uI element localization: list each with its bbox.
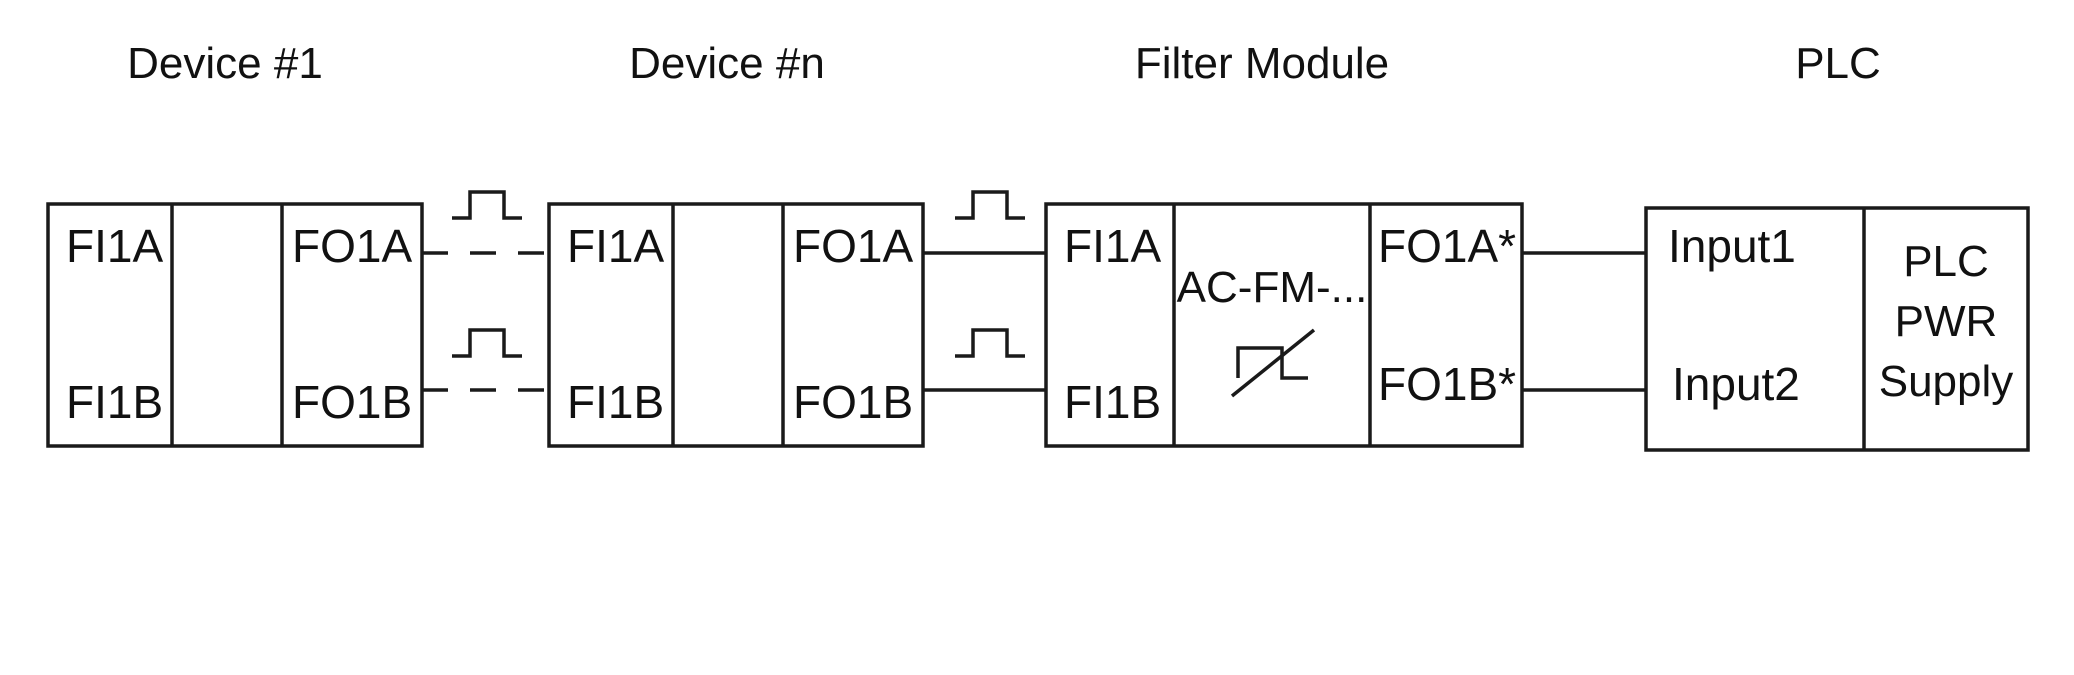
filter-input-a-label: FI1A [1064,220,1161,272]
device-n-input-a-label: FI1A [567,220,664,272]
device-n-output-a-label: FO1A [793,220,913,272]
plc-input-1-label: Input1 [1668,220,1796,272]
device-n-to-filter-links [923,190,1046,392]
device-1-to-device-n-links [422,190,549,392]
device-1-block: FI1A FI1B FO1A FO1B [46,202,424,448]
device-1-input-b-label: FI1B [66,376,163,428]
filter-module-block: FI1A FI1B AC-FM-... FO1A* FO1B* [1044,202,1524,448]
plc-supply-line-1: PLC [1903,237,1989,286]
filter-to-plc-links [1522,251,1646,392]
device-n-input-b-label: FI1B [567,376,664,428]
device-n-block: FI1A FI1B FO1A FO1B [547,202,925,448]
pulse-icon [955,190,1025,220]
filter-input-b-label: FI1B [1064,376,1161,428]
title-plc: PLC [1795,39,1881,88]
plc-frame [1644,206,2030,452]
plc-input-2-label: Input2 [1672,358,1800,410]
device-1-input-a-label: FI1A [66,220,163,272]
title-filter-module: Filter Module [1135,39,1389,88]
title-device-1: Device #1 [127,39,323,88]
filter-output-a-label: FO1A* [1378,220,1516,272]
pulse-icon [955,328,1025,358]
filter-part-number: AC-FM-... [1177,263,1368,312]
device-n-frame [547,202,925,448]
plc-supply-line-3: Supply [1879,357,2014,406]
plc-supply-line-2: PWR [1895,297,1998,346]
varistor-symbol-icon [1230,328,1316,398]
filter-module-frame [1044,202,1524,448]
pulse-icon [452,190,522,220]
title-device-n: Device #n [629,39,825,88]
filter-output-b-label: FO1B* [1378,358,1516,410]
device-1-output-b-label: FO1B [292,376,412,428]
device-1-output-a-label: FO1A [292,220,412,272]
device-1-frame [46,202,424,448]
pulse-icon [452,328,522,358]
device-n-output-b-label: FO1B [793,376,913,428]
plc-block: Input1 Input2 PLC PWR Supply [1644,206,2030,452]
